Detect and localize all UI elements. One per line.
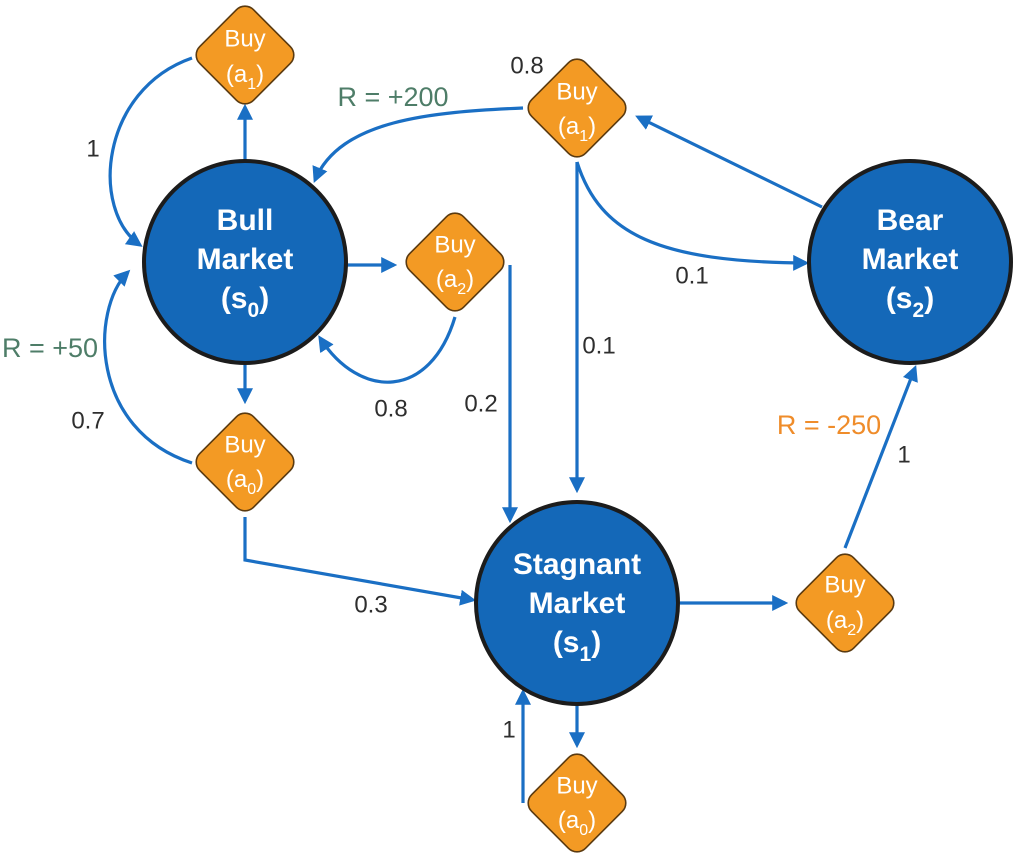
action-bull-a2-symbol: (a2) xyxy=(436,266,474,297)
state-bear-line1: Bear xyxy=(877,204,944,237)
action-bull-a0-label: Buy xyxy=(224,431,265,458)
state-bull-line1: Bull xyxy=(217,204,274,237)
edge-s0-a0-to-s1 xyxy=(243,517,477,606)
action-bull-a2-diamond xyxy=(405,212,505,312)
action-stagnant-a2-diamond xyxy=(795,553,895,653)
prob-s2-a1-to-s0: 0.8 xyxy=(510,52,543,79)
edge-s2-a1-to-s0 xyxy=(312,106,524,183)
state-bull-line2: Market xyxy=(197,243,294,276)
edge-s2-to-s2-a1 xyxy=(635,115,823,209)
prob-s1-a0-to-s1: 1 xyxy=(502,716,515,743)
action-bear-a1-label: Buy xyxy=(556,78,597,105)
action-bull-a1-symbol: (a1) xyxy=(226,61,264,92)
prob-s0-a2-to-s0: 0.8 xyxy=(374,395,407,422)
edge-s2-a1-to-s2 xyxy=(575,161,810,271)
edge-s0-a2-to-s0 xyxy=(318,316,457,384)
action-bull-a2: Buy (a2) xyxy=(405,212,505,312)
state-stagnant-symbol: (s1) xyxy=(553,626,601,666)
action-stagnant-a0-label: Buy xyxy=(556,772,597,799)
action-bull-a1-diamond xyxy=(195,5,295,105)
prob-s1-a2-to-s2: 1 xyxy=(897,441,910,468)
reward-s1-a2-to-s2: R = -250 xyxy=(777,410,881,440)
action-bear-a1: Buy (a1) xyxy=(527,58,627,158)
state-stagnant-line1: Stagnant xyxy=(513,548,641,581)
state-bear-symbol: (s2) xyxy=(886,282,934,322)
state-stagnant-circle xyxy=(474,500,680,706)
action-stagnant-a2-symbol: (a2) xyxy=(826,607,864,638)
edge-s1-a2-to-s2 xyxy=(843,365,918,549)
action-bear-a1-diamond xyxy=(527,58,627,158)
state-bear-market: Bear Market (s2) xyxy=(807,159,1013,365)
prob-s2-a1-to-s2: 0.1 xyxy=(675,262,708,289)
action-bull-a0-diamond xyxy=(195,412,295,512)
action-stagnant-a2-label: Buy xyxy=(824,571,865,598)
action-stagnant-a2: Buy (a2) xyxy=(795,553,895,653)
state-stagnant-line2: Market xyxy=(529,587,626,620)
reward-s0-a0-to-s0: R = +50 xyxy=(2,333,98,363)
edge-s0-a0-to-s0 xyxy=(103,269,193,465)
reward-labels: R = +200 R = +50 R = -250 xyxy=(2,82,881,440)
prob-s0-a0-to-s1: 0.3 xyxy=(354,591,387,618)
prob-s0-a2-to-s1: 0.2 xyxy=(464,390,497,417)
state-bull-circle xyxy=(142,159,348,365)
action-bull-a0-symbol: (a0) xyxy=(226,466,264,497)
state-bear-circle xyxy=(807,159,1013,365)
action-stagnant-a0: Buy (a0) xyxy=(527,753,627,853)
action-bull-a1: Buy (a1) xyxy=(195,5,295,105)
state-bear-line2: Market xyxy=(862,243,959,276)
action-bull-a1-label: Buy xyxy=(224,25,265,52)
action-stagnant-a0-diamond xyxy=(527,753,627,853)
action-bull-a0: Buy (a0) xyxy=(195,412,295,512)
state-bull-symbol: (s0) xyxy=(221,282,269,322)
reward-s2-a1-to-s0: R = +200 xyxy=(337,82,448,112)
action-stagnant-a0-symbol: (a0) xyxy=(558,807,596,838)
prob-s2-a1-to-s1: 0.1 xyxy=(582,332,615,359)
probability-labels: 1 0.7 0.8 0.2 0.3 0.8 0.1 0.1 1 1 xyxy=(71,52,910,743)
prob-s0-a0-to-s0: 0.7 xyxy=(71,407,104,434)
prob-s0-a1-to-s0: 1 xyxy=(86,135,99,162)
state-bull-market: Bull Market (s0) xyxy=(142,159,348,365)
action-bear-a1-symbol: (a1) xyxy=(558,113,596,144)
action-bull-a2-label: Buy xyxy=(434,231,475,258)
edges xyxy=(103,56,918,803)
edge-s0-a1-to-s0 xyxy=(108,56,193,247)
state-stagnant-market: Stagnant Market (s1) xyxy=(474,500,680,706)
